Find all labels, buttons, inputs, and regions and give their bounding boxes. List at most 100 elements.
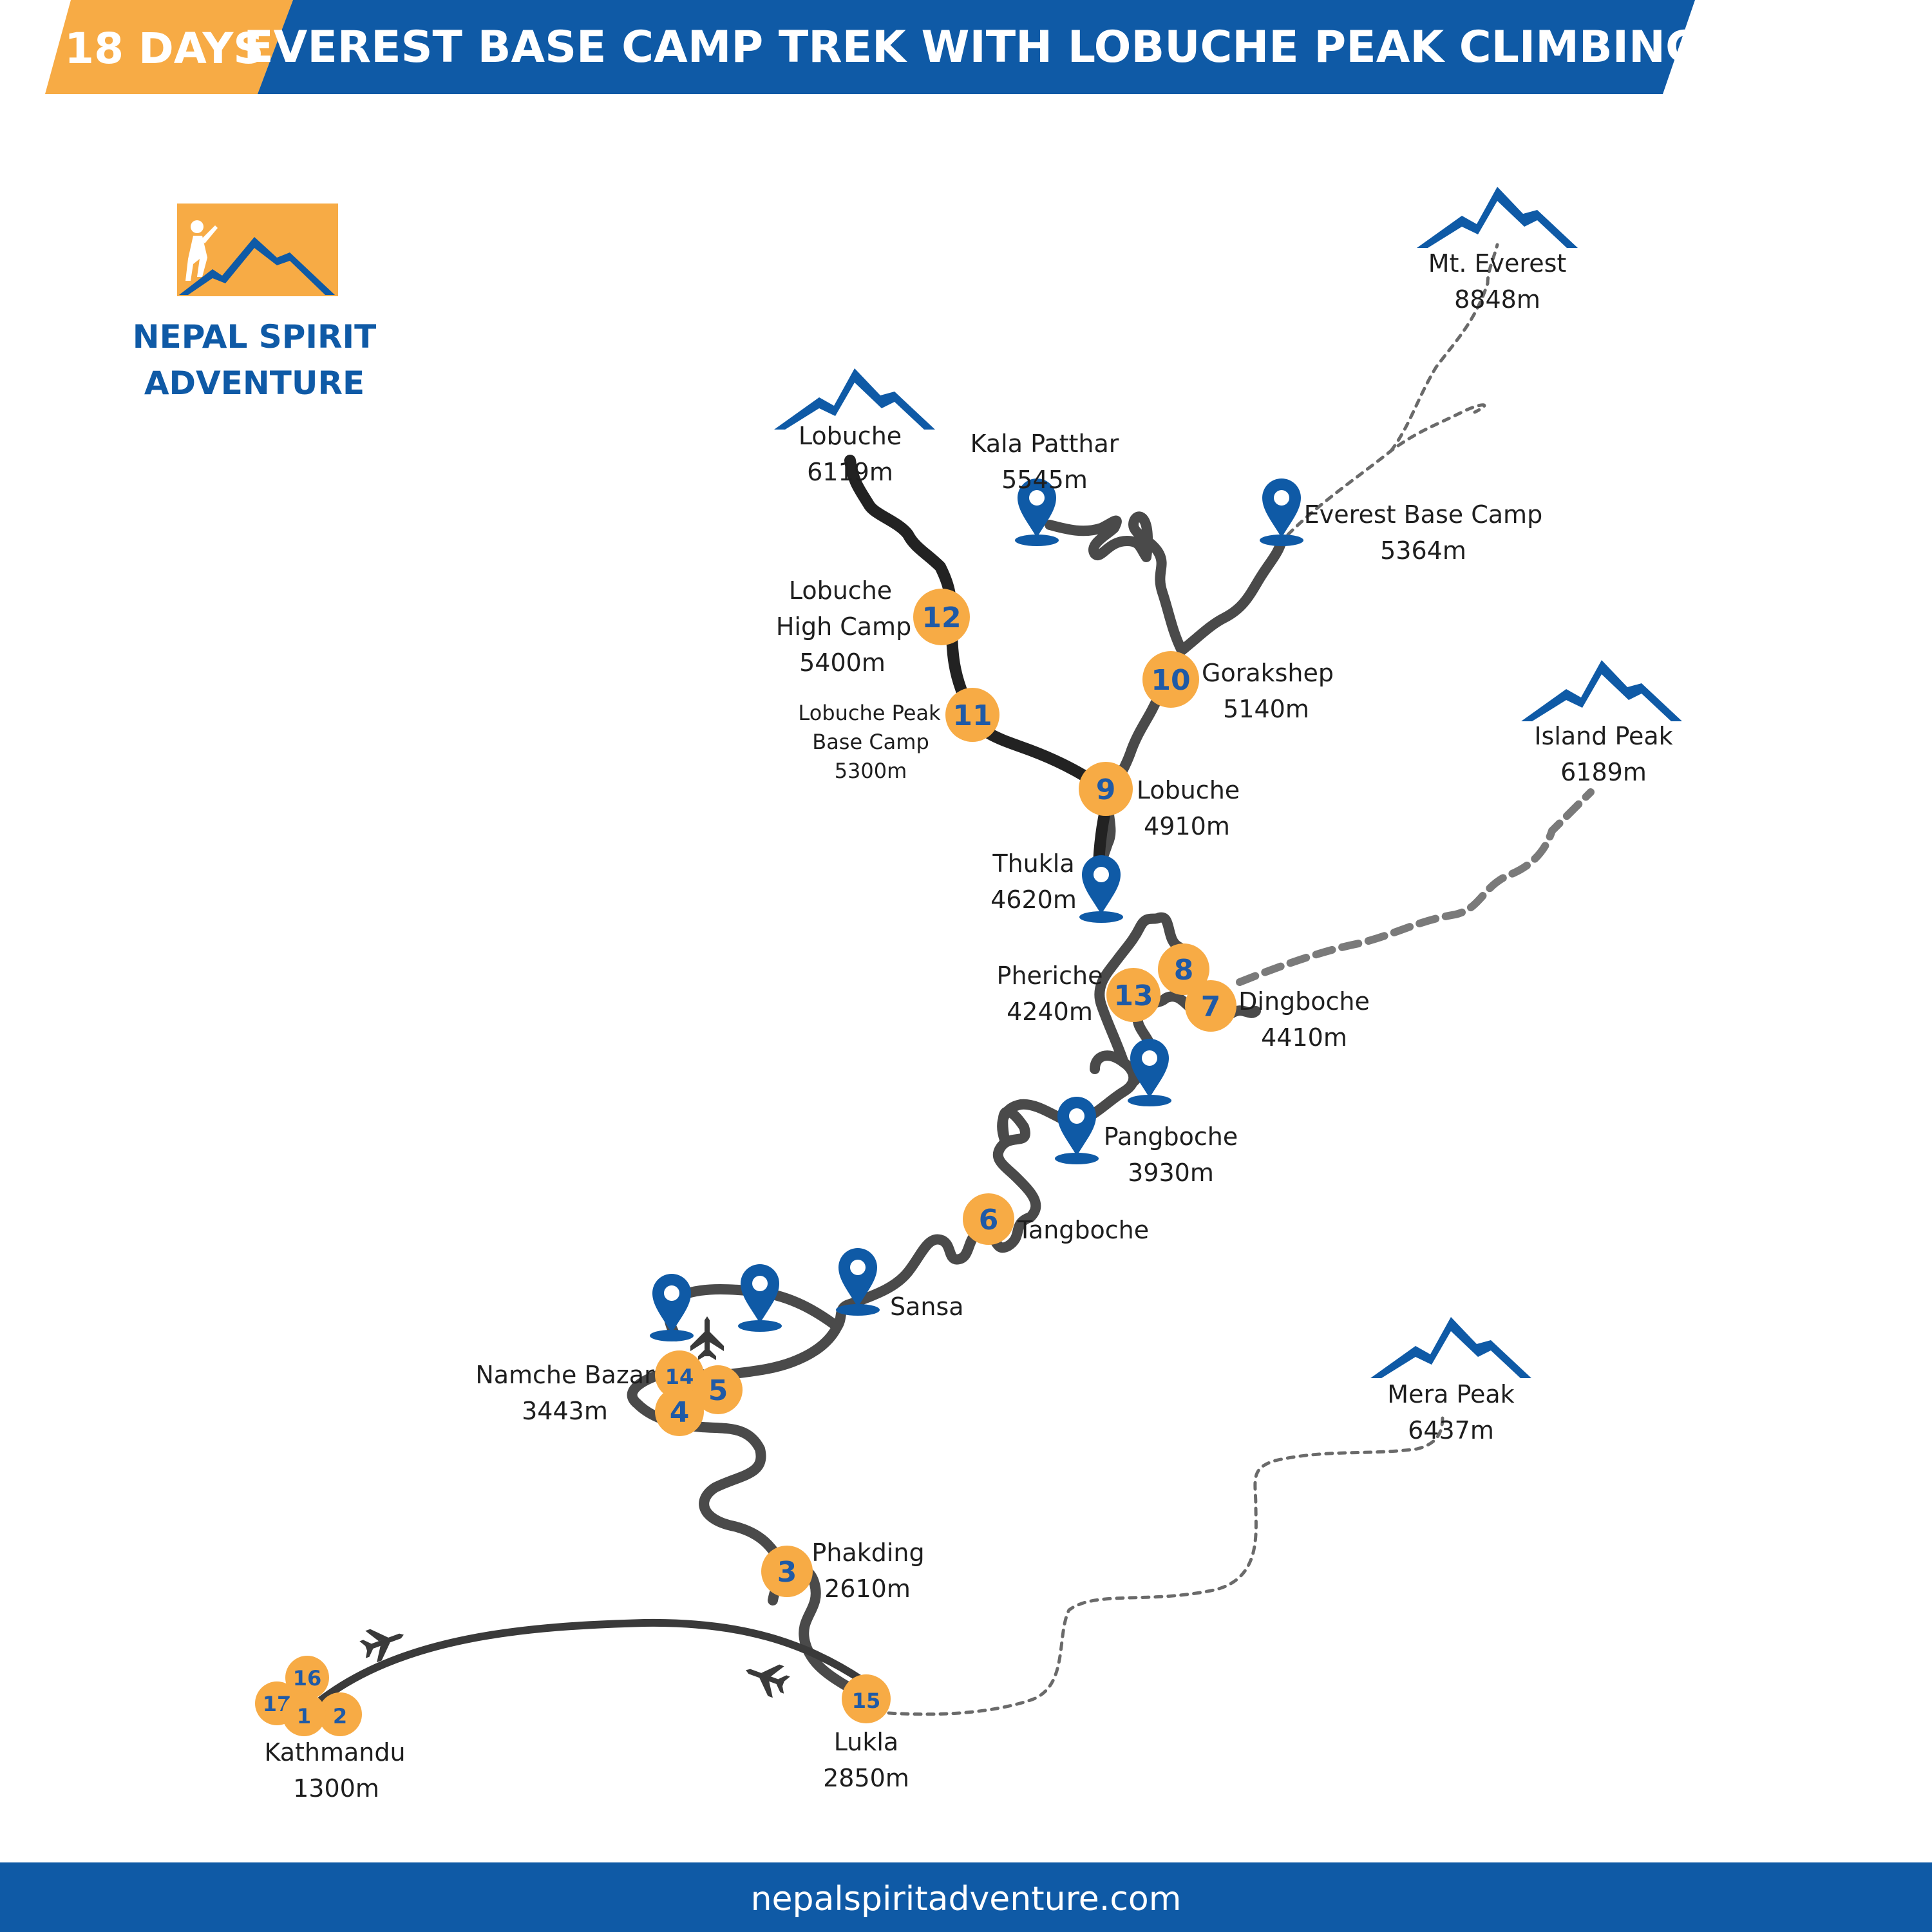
footer-website-link[interactable]: nepalspiritadventure.com xyxy=(751,1880,1182,1918)
day-marker-14 xyxy=(655,1350,704,1399)
day-marker-5 xyxy=(694,1365,743,1414)
place-name-lobuche-village: Lobuche xyxy=(1137,776,1240,804)
brand-name-line2: ADVENTURE xyxy=(144,365,365,402)
brand-logo xyxy=(177,204,338,296)
day-markers: 12 10 11 9 8 13 7 6 14 5 4 3 15 16 17 2 … xyxy=(255,589,1236,1736)
peak-altitude-lobuche: 6119m xyxy=(807,458,893,486)
days-badge xyxy=(45,0,293,94)
place-name-gorakshep: Gorakshep xyxy=(1202,659,1334,687)
day-marker-6 xyxy=(963,1193,1014,1245)
day-marker-8 xyxy=(1158,943,1209,995)
day-number-1: 1 xyxy=(297,1704,311,1728)
gorakshep-kalapatthar-trail xyxy=(1045,511,1187,656)
everest-summit-trail xyxy=(1389,243,1499,453)
day-number-16: 16 xyxy=(293,1666,322,1690)
phakding-namche-trail xyxy=(627,1365,791,1577)
peak-altitude-everest: 8848m xyxy=(1454,285,1540,314)
namche-loop-trail xyxy=(710,1299,855,1382)
place-name-tangboche: Tangboche xyxy=(1017,1216,1149,1244)
place-name-ebc: Everest Base Camp xyxy=(1304,500,1542,529)
day-marker-3 xyxy=(761,1546,813,1597)
airplane-icon xyxy=(690,1316,724,1360)
day-marker-15 xyxy=(842,1674,891,1723)
day-marker-11 xyxy=(945,688,999,742)
place-altitude-kathmandu: 1300m xyxy=(293,1774,379,1803)
place-altitude-thukla: 4620m xyxy=(990,886,1077,914)
place-altitude-dingboche: 4410m xyxy=(1261,1023,1347,1052)
location-pin-icon xyxy=(1260,478,1303,546)
day-marker-16 xyxy=(285,1656,329,1700)
place-name-dingboche: Dingboche xyxy=(1238,987,1370,1016)
title-banner xyxy=(258,0,1695,94)
place-name-kathmandu: Kathmandu xyxy=(264,1738,405,1766)
island-peak-trail xyxy=(1236,788,1595,986)
day-marker-4 xyxy=(655,1387,704,1436)
place-name-lobuche-high-camp: Lobuche xyxy=(789,576,892,605)
place-name-lobuche-high-camp-2: High Camp xyxy=(776,612,911,641)
day-marker-12 xyxy=(913,589,970,645)
place-altitude-gorakshep: 5140m xyxy=(1223,695,1309,723)
day-number-12: 12 xyxy=(922,601,961,634)
place-name-namche: Namche Bazar xyxy=(475,1361,654,1389)
place-altitude-pheriche: 4240m xyxy=(1007,998,1093,1026)
day-number-4: 4 xyxy=(670,1396,690,1429)
place-altitude-ebc: 5364m xyxy=(1380,536,1466,565)
peak-name-lobuche: Lobuche xyxy=(799,422,902,450)
ebc-to-everest-trail xyxy=(1286,403,1486,536)
place-altitude-lobuche-village: 4910m xyxy=(1144,812,1230,840)
day-number-7: 7 xyxy=(1201,990,1221,1023)
airplane-icon xyxy=(740,1654,793,1701)
mountain-icon xyxy=(774,368,935,430)
day-number-2: 2 xyxy=(333,1704,347,1728)
day-number-6: 6 xyxy=(979,1204,999,1236)
location-pin-icon xyxy=(1055,1097,1099,1164)
day-number-3: 3 xyxy=(777,1556,797,1589)
day-marker-1 xyxy=(282,1692,326,1736)
day-marker-2 xyxy=(318,1692,362,1736)
mountain-icon xyxy=(1417,187,1578,248)
place-altitude-lukla: 2850m xyxy=(823,1764,909,1792)
day-number-11: 11 xyxy=(952,699,992,732)
day-number-10: 10 xyxy=(1151,664,1190,697)
day-marker-13 xyxy=(1106,968,1160,1022)
peak-altitude-island-peak: 6189m xyxy=(1560,758,1647,786)
place-name-lobuche-peak-bc-2: Base Camp xyxy=(812,730,929,754)
place-name-sansa: Sansa xyxy=(890,1293,964,1321)
day-marker-7 xyxy=(1185,980,1236,1032)
gorakshep-ebc-trail xyxy=(1177,536,1287,656)
page-title: EVEREST BASE CAMP TREK WITH LOBUCHE PEAK… xyxy=(243,22,1701,73)
place-name-pangboche: Pangboche xyxy=(1104,1122,1238,1151)
location-pin-icon xyxy=(738,1264,782,1332)
day-number-5: 5 xyxy=(708,1374,728,1407)
kathmandu-lukla-flight xyxy=(310,1618,867,1709)
footer-bar xyxy=(0,1862,1932,1932)
place-name-lobuche-peak-bc: Lobuche Peak xyxy=(798,701,941,725)
place-altitude-pangboche: 3930m xyxy=(1128,1159,1214,1187)
place-altitude-kala-patthar: 5545m xyxy=(1001,466,1088,494)
peak-altitude-mera-peak: 6437m xyxy=(1408,1416,1494,1444)
peak-name-everest: Mt. Everest xyxy=(1428,249,1567,278)
day-number-13: 13 xyxy=(1113,980,1153,1012)
location-pin-icon xyxy=(1128,1039,1171,1106)
day-number-15: 15 xyxy=(852,1689,881,1713)
place-name-lukla: Lukla xyxy=(834,1728,898,1756)
mera-peak-trail xyxy=(887,1412,1444,1716)
location-pin-icon xyxy=(1079,855,1123,923)
sansa-tangboche-trail xyxy=(845,1212,1036,1309)
place-name-kala-patthar: Kala Patthar xyxy=(971,430,1119,458)
place-name-phakding: Phakding xyxy=(811,1539,924,1567)
peak-name-mera-peak: Mera Peak xyxy=(1387,1380,1514,1408)
place-altitude-lobuche-high-camp: 5400m xyxy=(799,649,886,677)
place-altitude-lobuche-peak-bc: 5300m xyxy=(835,759,907,783)
mountain-icon xyxy=(1370,1317,1531,1378)
mountain-icon xyxy=(1521,660,1682,721)
place-altitude-namche: 3443m xyxy=(522,1397,608,1425)
day-number-9: 9 xyxy=(1096,773,1116,806)
day-marker-9 xyxy=(1079,762,1133,816)
location-pin-icon xyxy=(650,1274,694,1341)
place-altitude-phakding: 2610m xyxy=(824,1575,911,1603)
day-marker-10 xyxy=(1142,651,1199,708)
day-number-14: 14 xyxy=(665,1365,694,1389)
